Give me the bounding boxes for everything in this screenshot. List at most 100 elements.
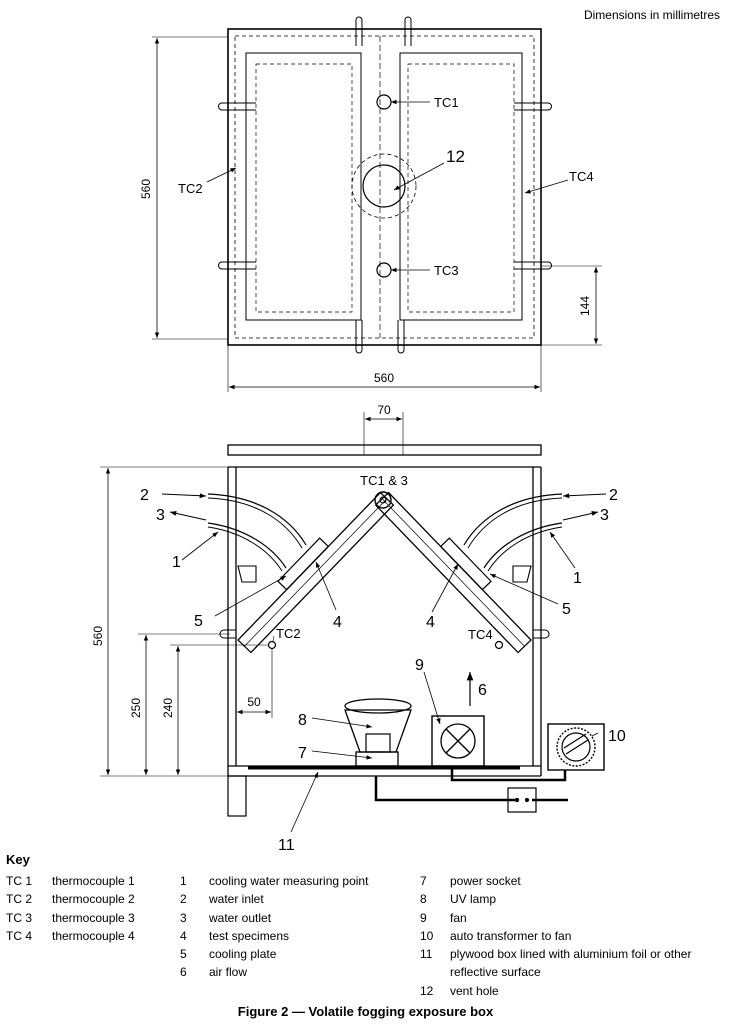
key-code: 4: [180, 928, 187, 943]
tc3-marker: [376, 262, 392, 278]
key-desc: test specimens: [209, 928, 290, 943]
key-code: 11: [420, 947, 433, 962]
lid: [227, 444, 542, 456]
dim-height-front: 560: [91, 626, 105, 646]
key-item: TC 4 thermocouple 4: [6, 927, 176, 945]
tc1-label: TC1: [434, 95, 459, 110]
key-desc: thermocouple 3: [52, 910, 135, 925]
top-view-inner-outline: [234, 35, 535, 339]
key-desc: fan: [450, 910, 467, 925]
top-view-labels: TC1 TC3 TC2 TC4 12 560 560 144: [139, 95, 594, 385]
dim-240: 240: [161, 698, 175, 718]
key-item: 4 test specimens: [180, 927, 410, 945]
key-item: 7 power socket: [420, 872, 725, 890]
callout-10: 10: [608, 728, 626, 745]
fan: [431, 715, 485, 767]
callout-8: 8: [298, 712, 307, 729]
tc13-label: TC1 & 3: [360, 473, 408, 488]
uv-lamp: [344, 709, 412, 753]
box-left-wall: [227, 467, 237, 776]
key-desc: air flow: [209, 965, 248, 980]
key-code: TC 3: [6, 910, 33, 925]
callout-2-left: 2: [140, 487, 149, 504]
vent-hole: [362, 164, 406, 208]
key-code: TC 1: [6, 874, 33, 888]
callout-3-left: 3: [156, 507, 165, 524]
callout-4-left: 4: [333, 614, 342, 631]
key-desc: water outlet: [209, 910, 272, 925]
dim-offset-144: 144: [578, 296, 592, 316]
key-item: TC 2 thermocouple 2: [6, 890, 176, 908]
wall-socket: [507, 787, 537, 813]
tc2-label-top: TC2: [178, 181, 203, 196]
key-desc: vent hole: [450, 983, 499, 998]
key-desc: power socket: [450, 874, 521, 888]
dim-250: 250: [129, 698, 143, 718]
dim-width-top: 560: [374, 371, 394, 385]
key-desc: plywood box lined with aluminium foil or…: [450, 947, 692, 980]
tc3-label: TC3: [434, 263, 459, 278]
key-code: TC 4: [6, 928, 33, 943]
key-code: 8: [420, 892, 427, 907]
key-code: 9: [420, 910, 427, 925]
callout-1-right: 1: [573, 570, 582, 587]
key-code: 7: [420, 874, 427, 888]
key-desc: UV lamp: [450, 892, 497, 907]
key-item: 10 auto transformer to fan: [420, 927, 725, 945]
key-parts-b: 7 power socket 8 UV lamp 9 fan 10 auto trans…: [420, 872, 725, 1000]
callout-9: 9: [415, 657, 424, 674]
key-code: 12: [420, 983, 434, 998]
callout-1-left: 1: [172, 554, 181, 571]
callout-11: 11: [278, 837, 295, 850]
dim-50: 50: [247, 695, 261, 709]
key-code: 6: [180, 965, 187, 980]
front-view-labels: 70 TC1 & 3 TC2 TC4 2 3 1 5 4 2 3 1 5 4 6…: [91, 403, 626, 850]
tc13-marker: [374, 491, 392, 509]
key-desc: cooling water measuring point: [209, 874, 369, 888]
key-desc: thermocouple 2: [52, 892, 135, 907]
tc4-marker: [494, 640, 504, 650]
callout-2-right: 2: [609, 487, 618, 504]
callout-4-right: 4: [426, 614, 435, 631]
top-view: [152, 16, 602, 392]
callout-3-right: 3: [600, 507, 609, 524]
tc1-marker: [376, 94, 392, 110]
fogging-box-diagram: TC1 TC3 TC2 TC4 12 560 560 144: [91, 16, 626, 850]
key-code: TC 2: [6, 892, 33, 907]
key-desc: water inlet: [209, 892, 264, 907]
callout-6: 6: [478, 682, 487, 699]
key-item: 6 air flow: [180, 963, 410, 981]
front-view: [100, 412, 607, 833]
box-leg: [227, 775, 247, 817]
units-note: Dimensions in millimetres: [583, 8, 720, 22]
right-cooling-plate: [439, 537, 492, 591]
box-right-wall: [532, 467, 542, 776]
key-code: 10: [420, 928, 434, 943]
tc4-label-top: TC4: [569, 169, 594, 184]
figure-caption: Figure 2 — Volatile fogging exposure box: [237, 1004, 494, 1019]
right-water-pipes: [463, 493, 563, 569]
dim-height-top: 560: [139, 179, 153, 199]
tc4-label: TC4: [468, 627, 493, 642]
key-item: 8 UV lamp: [420, 890, 725, 908]
top-view-box-outline: [227, 28, 542, 346]
key-desc: thermocouple 4: [52, 928, 135, 943]
left-water-pipes: [207, 493, 307, 569]
tc2-label: TC2: [276, 626, 301, 641]
dim-vent-70: 70: [377, 403, 391, 417]
key-item: 12 vent hole: [420, 982, 725, 1000]
key-desc: auto transformer to fan: [450, 928, 572, 943]
key-item: 11 plywood box lined with aluminium foil …: [420, 945, 725, 982]
callout-5-left: 5: [194, 613, 203, 630]
top-view-left-panel: [245, 52, 362, 321]
vent-hole-label: 12: [446, 147, 465, 166]
auto-transformer: [547, 723, 605, 771]
power-socket: [355, 751, 399, 767]
